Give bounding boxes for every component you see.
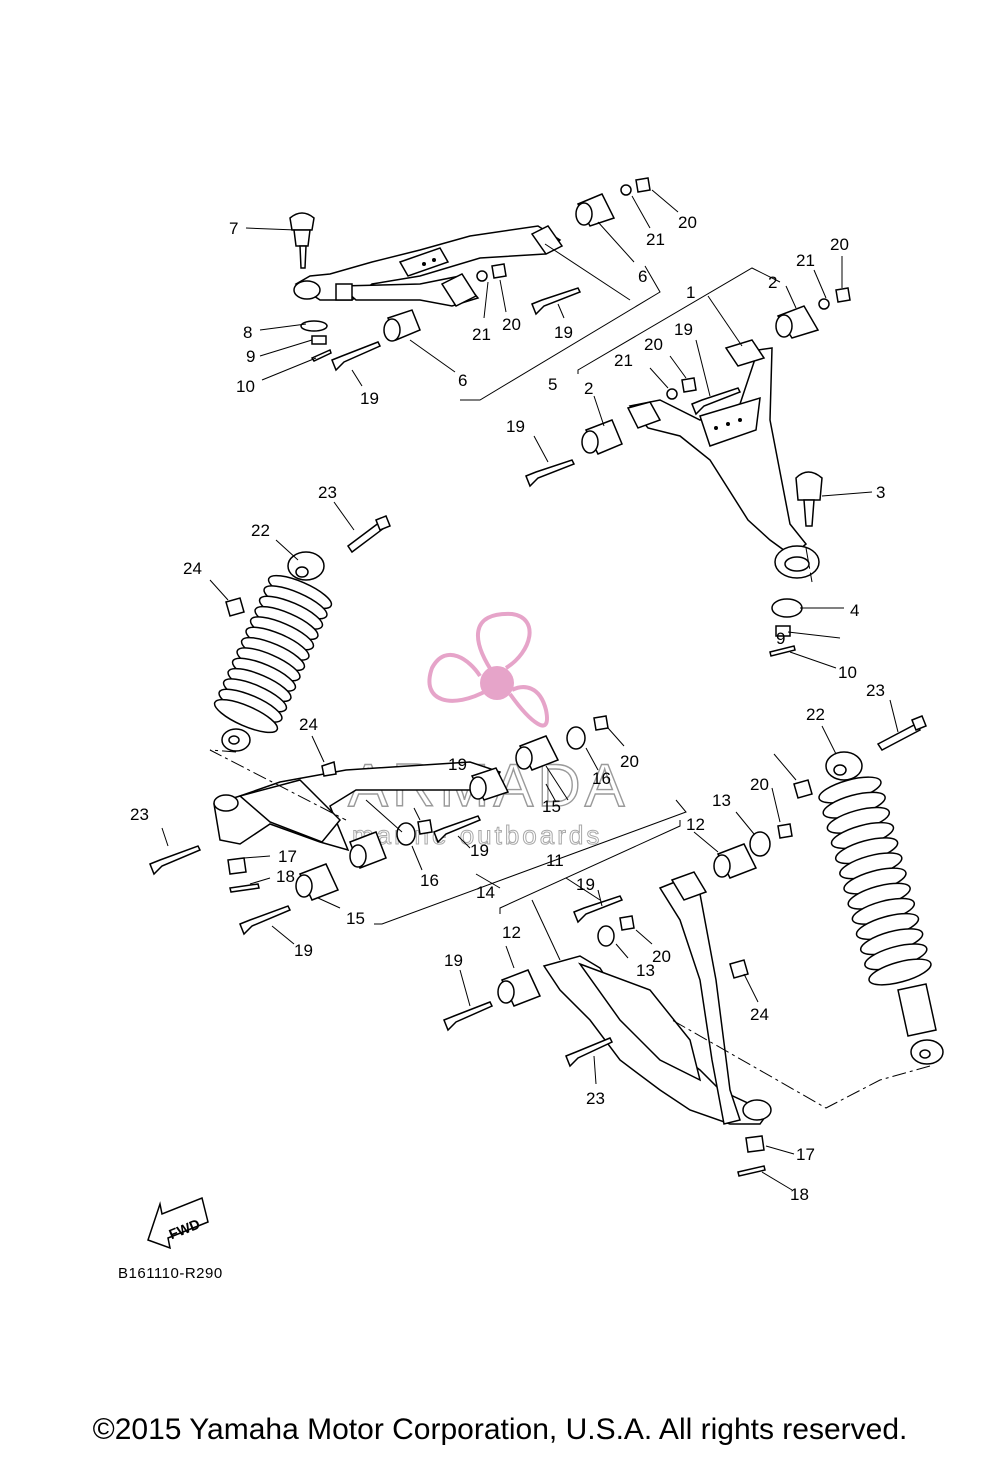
callout-7: 7 <box>229 219 238 238</box>
callout-20: 20 <box>652 947 671 966</box>
callout-21: 21 <box>646 230 665 249</box>
callout-24: 24 <box>750 1005 769 1024</box>
callout-24: 24 <box>183 559 202 578</box>
callout-20: 20 <box>620 752 639 771</box>
callout-2: 2 <box>584 379 593 398</box>
fwd-arrow-icon: FWD <box>147 1196 209 1250</box>
leader-lines <box>161 189 931 1191</box>
callout-20: 20 <box>644 335 663 354</box>
callout-19: 19 <box>360 389 379 408</box>
callout-15: 15 <box>542 797 561 816</box>
callout-1: 1 <box>686 283 695 302</box>
spring-coil <box>213 698 279 734</box>
callout-6: 6 <box>638 267 647 286</box>
callout-19: 19 <box>506 417 525 436</box>
callout-23: 23 <box>318 483 337 502</box>
callout-18: 18 <box>790 1185 809 1204</box>
callout-labels: 1223456678991010111212131314151516161717… <box>130 213 885 1204</box>
callout-6: 6 <box>458 371 467 390</box>
callout-20: 20 <box>750 775 769 794</box>
callout-15: 15 <box>346 909 365 928</box>
callout-20: 20 <box>678 213 697 232</box>
callout-19: 19 <box>576 875 595 894</box>
callout-21: 21 <box>796 251 815 270</box>
callout-21: 21 <box>472 325 491 344</box>
callout-17: 17 <box>796 1145 815 1164</box>
callout-3: 3 <box>876 483 885 502</box>
callout-12: 12 <box>502 923 521 942</box>
callout-19: 19 <box>470 841 489 860</box>
callout-2: 2 <box>768 273 777 292</box>
callout-23: 23 <box>586 1089 605 1108</box>
callout-18: 18 <box>276 867 295 886</box>
callout-17: 17 <box>278 847 297 866</box>
callout-23: 23 <box>130 805 149 824</box>
callout-21: 21 <box>614 351 633 370</box>
callout-22: 22 <box>806 705 825 724</box>
callout-20: 20 <box>502 315 521 334</box>
callout-9: 9 <box>776 629 785 648</box>
callout-14: 14 <box>476 883 495 902</box>
callout-11: 11 <box>546 851 564 870</box>
watermark: ARMADA marine outboards <box>347 611 625 851</box>
callout-4: 4 <box>850 601 859 620</box>
lower-arm-left <box>149 715 609 936</box>
upper-arm-left <box>289 177 651 372</box>
spring-coil <box>868 958 932 986</box>
upper-arm-right <box>525 287 851 657</box>
callout-9: 9 <box>246 347 255 366</box>
callout-22: 22 <box>251 521 270 540</box>
callout-19: 19 <box>294 941 313 960</box>
callout-23: 23 <box>866 681 885 700</box>
callout-19: 19 <box>448 755 467 774</box>
shock-absorber-left <box>213 515 391 752</box>
callout-19: 19 <box>674 320 693 339</box>
callout-12: 12 <box>686 815 705 834</box>
callout-16: 16 <box>420 871 439 890</box>
callout-19: 19 <box>444 951 463 970</box>
diagram-code: B161110-R290 <box>118 1265 223 1282</box>
callout-10: 10 <box>236 377 255 396</box>
callout-8: 8 <box>243 323 252 342</box>
callout-24: 24 <box>299 715 318 734</box>
callout-13: 13 <box>636 961 655 980</box>
callout-5: 5 <box>548 375 557 394</box>
callout-13: 13 <box>712 791 731 810</box>
lower-arm-right <box>443 823 793 1177</box>
callout-19: 19 <box>554 323 573 342</box>
watermark-subtitle: marine outboards <box>352 820 602 850</box>
callout-10: 10 <box>838 663 857 682</box>
callout-16: 16 <box>592 769 611 788</box>
shock-absorber-right <box>793 715 944 1065</box>
callout-20: 20 <box>830 235 849 254</box>
copyright-notice: ©2015 Yamaha Motor Corporation, U.S.A. A… <box>92 1413 908 1446</box>
propeller-logo-icon <box>427 611 549 728</box>
